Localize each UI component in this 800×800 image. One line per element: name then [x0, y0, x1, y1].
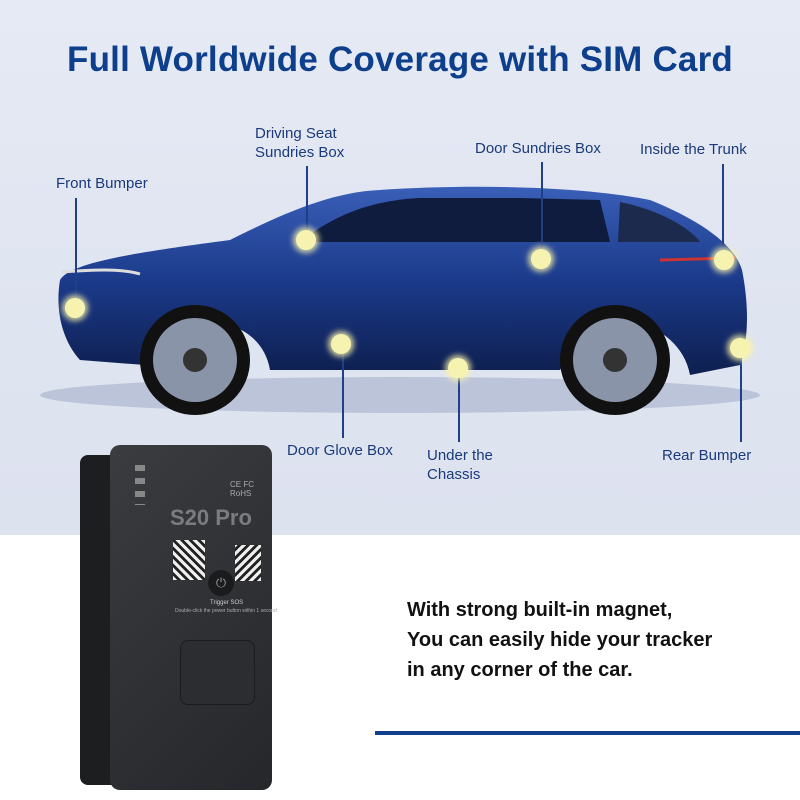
description-line: in any corner of the car. [407, 659, 633, 681]
leader-line [75, 198, 77, 306]
device-model: S20 Pro [170, 505, 252, 530]
location-label-trunk: Inside the Trunk [640, 141, 747, 158]
label-line: Chassis [427, 466, 481, 483]
divider-rule [375, 731, 800, 735]
description: With strong built-in magnet, You can eas… [407, 595, 712, 685]
marker-door-glove-box [331, 334, 351, 354]
car-illustration [40, 186, 760, 415]
sos-hint: Double-click the power button within 1 s… [175, 608, 277, 614]
leader-line [722, 164, 724, 258]
description-line: With strong built-in magnet, [407, 599, 673, 621]
location-label-door-glove-box: Door Glove Box [287, 442, 393, 459]
label-line: Sundries Box [255, 144, 345, 161]
device-certs: CE FC RoHS [230, 480, 254, 498]
qr-code [173, 540, 205, 580]
location-label-door-sundries: Door Sundries Box [475, 140, 601, 157]
label-line: Driving Seat [255, 125, 337, 142]
location-label-rear-bumper: Rear Bumper [662, 447, 752, 464]
marker-trunk [714, 250, 734, 270]
sos-title: Trigger SOS [210, 600, 244, 606]
gps-tracker-device: S20 Pro CE FC RoHS ⏻ Trigger SOS Double-… [80, 445, 277, 790]
description-line: You can easily hide your tracker [407, 629, 713, 651]
qr-code [235, 545, 261, 581]
leader-line [306, 166, 308, 238]
leader-line [740, 350, 742, 442]
page-title: Full Worldwide Coverage with SIM Card [67, 40, 733, 79]
leader-line [541, 162, 543, 258]
marker-rear-bumper [730, 338, 750, 358]
location-label-front-bumper: Front Bumper [56, 175, 148, 192]
marker-door-sundries [531, 249, 551, 269]
marker-chassis [448, 358, 468, 378]
power-icon: ⏻ [208, 570, 234, 596]
leader-line [342, 346, 344, 438]
marker-front-bumper [65, 298, 85, 318]
label-line: Under the [427, 447, 493, 464]
leader-line [458, 370, 460, 442]
sim-cover [180, 640, 255, 705]
status-leds [135, 465, 145, 505]
marker-driving-seat [296, 230, 316, 250]
